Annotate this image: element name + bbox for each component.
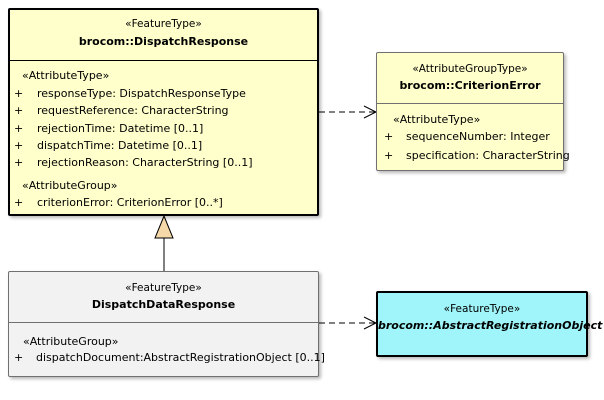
class-criterion-error[interactable]: «AttributeGroupType» brocom::CriterionEr…	[376, 52, 570, 171]
visibility-public: +	[384, 130, 394, 143]
section-stereotype-attributegroup: «AttributeGroup»	[22, 179, 118, 192]
section-stereotype-attributetype: «AttributeType»	[393, 113, 481, 126]
compartment-divider	[9, 322, 318, 323]
class-name: brocom::AbstractRegistrationObject	[378, 319, 603, 332]
attribute-specification: specification: CharacterString	[406, 149, 570, 162]
class-name: brocom::CriterionError	[399, 79, 541, 92]
class-stereotype: «FeatureType»	[125, 282, 202, 294]
visibility-public: +	[14, 139, 24, 152]
section-stereotype-attributetype: «AttributeType»	[22, 69, 110, 82]
visibility-public: +	[14, 87, 24, 100]
class-abstract-registration-object[interactable]: «FeatureType» brocom::AbstractRegistrati…	[376, 291, 603, 357]
class-name: brocom::DispatchResponse	[78, 35, 249, 48]
visibility-public: +	[14, 156, 24, 169]
class-stereotype: «FeatureType»	[125, 18, 202, 30]
compartment-divider	[377, 103, 563, 104]
compartment-divider	[10, 60, 317, 61]
class-name: DispatchDataResponse	[91, 298, 236, 311]
attribute-dispatch-time: dispatchTime: Datetime [0..1]	[37, 139, 203, 152]
attribute-response-type: responseType: DispatchResponseType	[37, 87, 246, 100]
visibility-public: +	[384, 149, 394, 162]
class-dispatch-data-response[interactable]: «FeatureType» DispatchDataResponse «Attr…	[8, 271, 325, 377]
class-dispatch-response[interactable]: «FeatureType» brocom::DispatchResponse «…	[8, 8, 319, 216]
attribute-dispatch-document: dispatchDocument:AbstractRegistrationObj…	[36, 351, 325, 364]
generalization-arrowhead	[154, 214, 174, 239]
attribute-request-reference: requestReference: CharacterString	[37, 104, 229, 117]
attribute-rejection-time: rejectionTime: Datetime [0..1]	[37, 122, 204, 135]
class-stereotype: «AttributeGroupType»	[412, 63, 528, 75]
visibility-public: +	[14, 351, 24, 364]
attribute-rejection-reason: rejectionReason: CharacterString [0..1]	[37, 156, 253, 169]
visibility-public: +	[14, 104, 24, 117]
attribute-criterion-error: criterionError: CriterionError [0..*]	[37, 196, 223, 209]
attribute-sequence-number: sequenceNumber: Integer	[406, 130, 550, 143]
section-stereotype-attributegroup: «AttributeGroup»	[23, 335, 119, 348]
class-stereotype: «FeatureType»	[443, 303, 521, 315]
visibility-public: +	[14, 122, 24, 135]
visibility-public: +	[14, 196, 24, 209]
